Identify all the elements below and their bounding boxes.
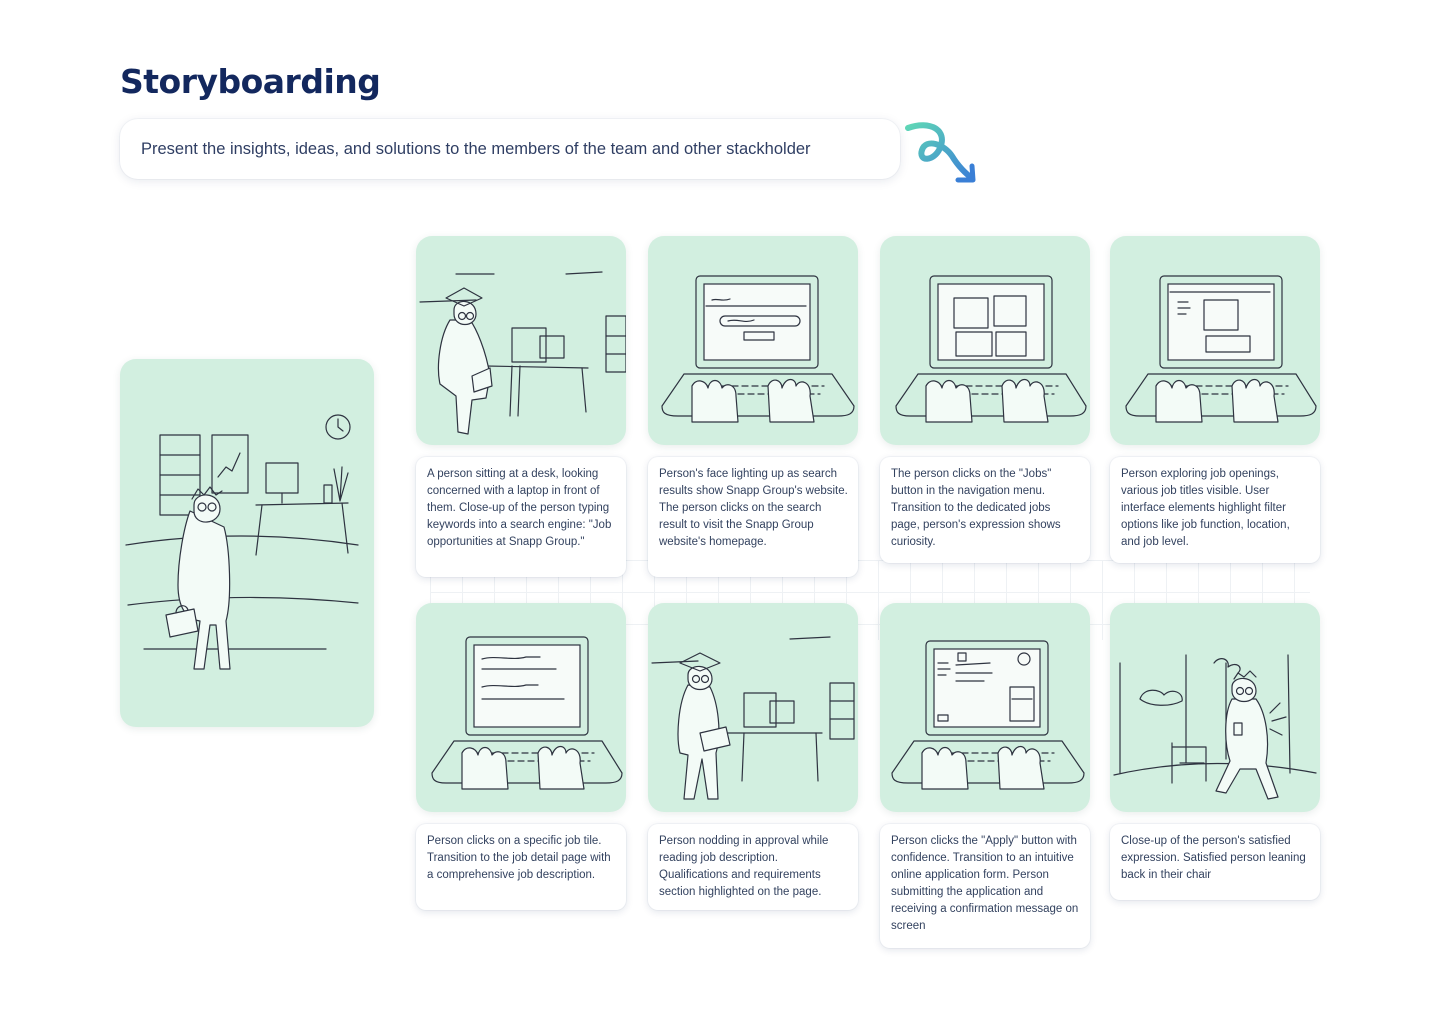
scene-person-at-desk-illustration [419, 271, 626, 435]
storyboard-frame-7 [880, 603, 1090, 812]
storyboard-frame-6 [648, 603, 858, 812]
storyboard-intro-panel [120, 359, 374, 727]
scene-laptop-jobs-illustration [1125, 275, 1317, 423]
storyboard-caption-4: Person exploring job openings, various j… [1110, 457, 1320, 563]
storyboard-frame-3 [880, 236, 1090, 445]
storyboard-frame-1 [416, 236, 626, 445]
subtitle-text: Present the insights, ideas, and solutio… [141, 139, 811, 158]
scene-person-standing-illustration [651, 636, 855, 800]
scene-laptop-job-detail-illustration [431, 636, 623, 790]
storyboard-caption-3: The person clicks on the "Jobs" button i… [880, 457, 1090, 563]
subtitle-card: Present the insights, ideas, and solutio… [120, 119, 900, 179]
storyboard-caption-2: Person's face lighting up as search resu… [648, 457, 858, 577]
storyboard-frame-4 [1110, 236, 1320, 445]
scene-laptop-application-form-illustration [891, 640, 1085, 790]
storyboard-caption-8: Close-up of the person's satisfied expre… [1110, 824, 1320, 900]
storyboard-frame-5 [416, 603, 626, 812]
storyboard-caption-7: Person clicks the "Apply" button with co… [880, 824, 1090, 948]
storyboard-frame-8 [1110, 603, 1320, 812]
storyboard-caption-5: Person clicks on a specific job tile. Tr… [416, 824, 626, 910]
scene-laptop-grid-illustration [895, 275, 1087, 423]
storyboard-frame-2 [648, 236, 858, 445]
scene-laptop-search-illustration [661, 275, 855, 423]
intro-scene-illustration [125, 414, 359, 670]
storyboard-caption-1: A person sitting at a desk, looking conc… [416, 457, 626, 577]
page-title: Storyboarding [120, 62, 381, 101]
curly-arrow-icon [905, 122, 976, 183]
storyboard-caption-6: Person nodding in approval while reading… [648, 824, 858, 910]
scene-person-satisfied-illustration [1113, 654, 1317, 800]
